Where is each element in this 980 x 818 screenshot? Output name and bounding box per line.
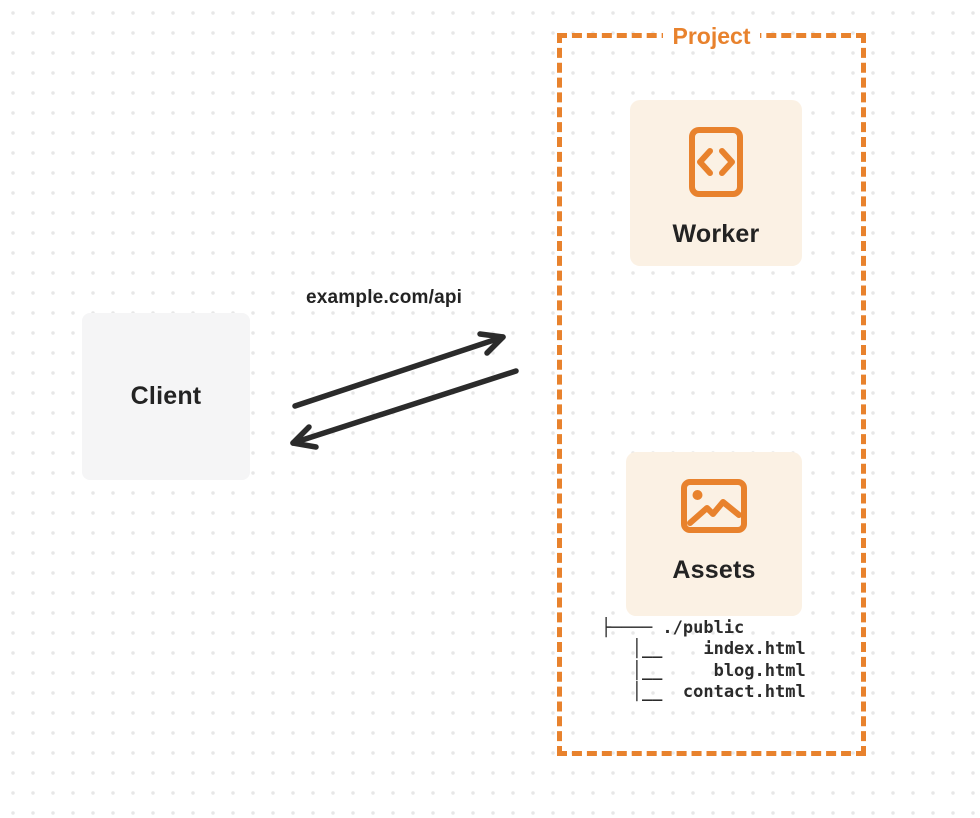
assets-node: Assets	[626, 452, 802, 616]
client-label: Client	[130, 382, 202, 410]
project-boundary: Project Worker Assets ├──── ./public │__…	[557, 22, 866, 756]
request-arrow	[292, 331, 506, 409]
worker-node: Worker	[630, 100, 802, 266]
response-arrow	[290, 368, 519, 450]
worker-label: Worker	[672, 220, 760, 248]
project-title: Project	[662, 22, 761, 50]
code-file-icon	[689, 127, 743, 197]
image-icon	[681, 479, 747, 533]
assets-label: Assets	[672, 556, 756, 584]
request-url-label: example.com/api	[306, 287, 463, 308]
client-node: Client	[82, 313, 250, 480]
file-tree: ├──── ./public │__ index.html │__ blog.h…	[601, 618, 806, 702]
